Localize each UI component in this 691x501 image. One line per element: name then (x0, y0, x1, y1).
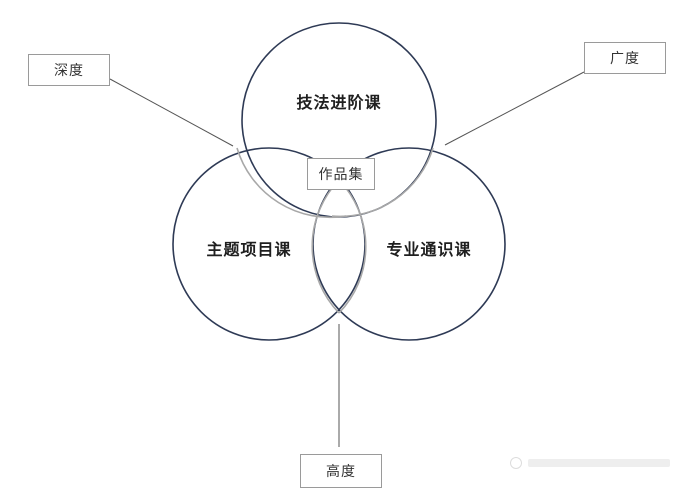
height-box: 高度 (300, 454, 382, 488)
label-project-course: 主题项目课 (206, 240, 292, 259)
overlap-arc-top-left (236, 147, 347, 219)
watermark-logo-icon (510, 457, 522, 469)
label-general-course: 专业通识课 (386, 240, 472, 259)
overlap-arc-right-left (338, 179, 367, 314)
label-technique-course: 技法进阶课 (296, 93, 382, 112)
portfolio-box: 作品集 (307, 158, 375, 190)
overlap-arc-left-right (311, 179, 340, 314)
depth-connector-line (109, 78, 234, 147)
breadth-box: 广度 (584, 42, 666, 74)
depth-box: 深度 (28, 54, 110, 86)
breadth-connector-line (444, 71, 585, 146)
watermark (510, 456, 670, 470)
overlap-arc-top-right (331, 147, 434, 218)
watermark-blurred-text (528, 459, 670, 467)
